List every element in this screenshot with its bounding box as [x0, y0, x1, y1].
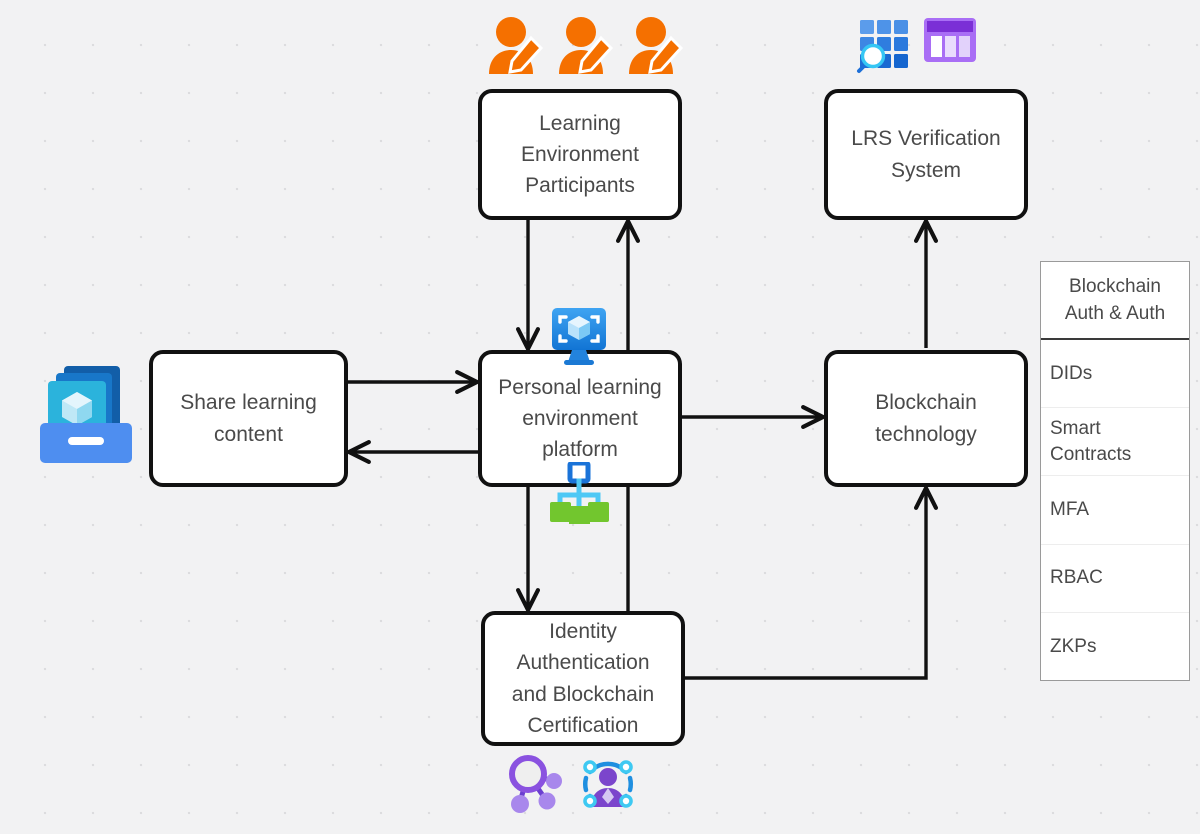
node-label-line: System: [890, 158, 961, 182]
node-label: Share learning content: [180, 387, 317, 449]
node-label-line: LRS Verification: [851, 127, 1001, 151]
node-learning-environment-participants[interactable]: Learning Environment Participants: [478, 89, 682, 220]
network-share-icon: [506, 752, 568, 821]
monitor-cube-scan-icon: [548, 305, 610, 372]
auth-table-header-line: Auth & Auth: [1064, 302, 1166, 324]
grid-search-icon: [856, 16, 912, 79]
auth-table-row[interactable]: RBAC: [1041, 545, 1189, 613]
node-label-line: Learning: [539, 111, 621, 135]
auth-table-row[interactable]: Smart Contracts: [1041, 408, 1189, 477]
user-edit-icon: [627, 14, 685, 81]
auth-table-cell: ZKPs: [1050, 635, 1097, 657]
node-label-line: Certification: [527, 713, 639, 737]
auth-table-row[interactable]: ZKPs: [1041, 613, 1189, 680]
node-label-line: Blockchain: [875, 391, 977, 415]
user-edit-icon: [557, 14, 615, 81]
auth-table-cell: RBAC: [1050, 567, 1103, 589]
node-label-line: Environment: [521, 142, 639, 166]
node-label-line: technology: [875, 422, 977, 446]
node-label-line: content: [214, 422, 283, 446]
lrs-icon-group: [856, 16, 978, 79]
table-report-icon: [922, 16, 978, 71]
auth-table-header: Blockchain Auth & Auth: [1041, 262, 1189, 340]
edge-identity-to-blockchain: [685, 489, 926, 680]
node-label-line: and Blockchain: [511, 682, 655, 706]
auth-table-cell: MFA: [1050, 499, 1090, 521]
content-stack-cube-icon: [38, 361, 138, 471]
node-label: Blockchain technology: [875, 387, 977, 449]
auth-table-header-line: Blockchain: [1069, 276, 1161, 297]
node-label-line: Share learning: [180, 391, 317, 415]
node-label-line: platform: [542, 438, 618, 462]
node-identity-authentication-and-blockchain-certification[interactable]: Identity Authentication and Blockchain C…: [481, 611, 685, 746]
node-label: Learning Environment Participants: [521, 108, 639, 201]
auth-table-cell: Smart: [1050, 418, 1101, 440]
node-blockchain-technology[interactable]: Blockchain technology: [824, 350, 1028, 487]
node-label-line: Participants: [525, 174, 635, 198]
auth-table-cell: Contracts: [1050, 443, 1132, 465]
node-label: Identity Authentication and Blockchain C…: [512, 616, 654, 740]
identity-icon-group: [506, 752, 640, 821]
auth-table-row[interactable]: DIDs: [1041, 340, 1189, 409]
auth-table-row[interactable]: MFA: [1041, 476, 1189, 545]
node-label: LRS Verification System: [851, 123, 1000, 185]
node-label: Personal learning environment platform: [498, 372, 661, 465]
node-label-line: Identity: [549, 620, 617, 644]
auth-table-cell: DIDs: [1050, 362, 1093, 384]
node-label-line: environment: [522, 406, 638, 430]
participants-icon-group: [487, 14, 685, 81]
node-label-line: Personal learning: [498, 375, 662, 399]
node-share-learning-content[interactable]: Share learning content: [149, 350, 348, 487]
hierarchy-tree-icon: [548, 460, 610, 529]
node-lrs-verification-system[interactable]: LRS Verification System: [824, 89, 1028, 220]
node-label-line: Authentication: [516, 651, 650, 675]
user-edit-icon: [487, 14, 545, 81]
verified-identity-icon: [576, 752, 640, 821]
blockchain-auth-table: Blockchain Auth & Auth DIDs Smart Contra…: [1040, 261, 1190, 681]
